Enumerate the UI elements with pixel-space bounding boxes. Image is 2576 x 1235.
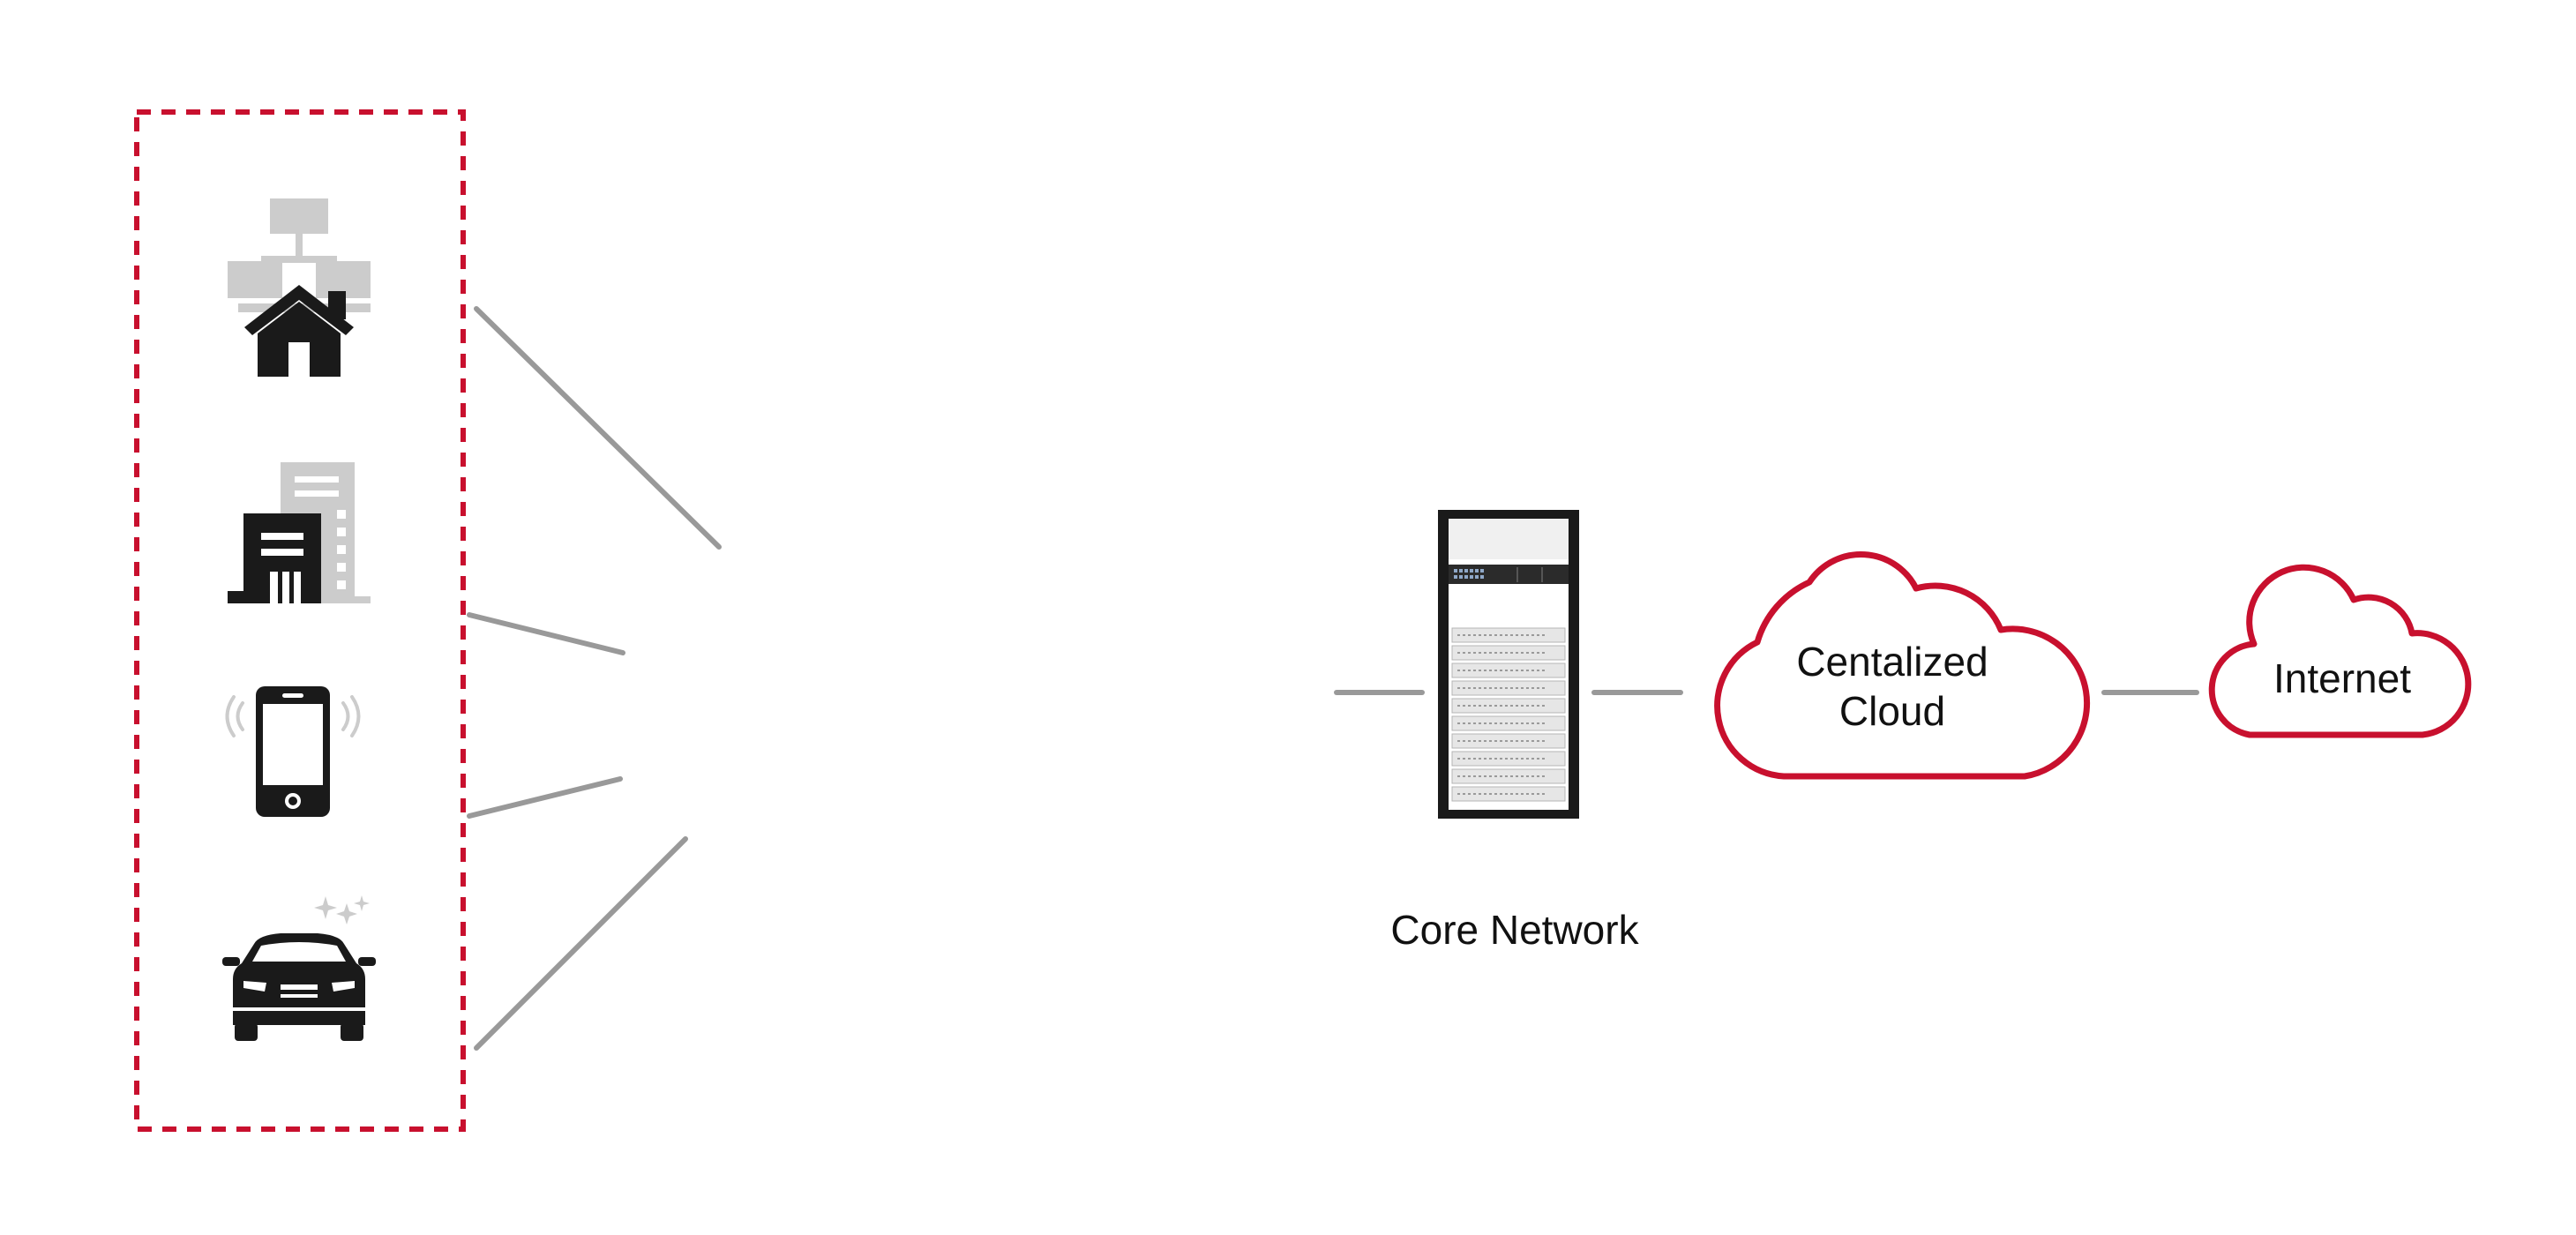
cloud-label-line1: Centalized	[1796, 639, 1988, 685]
device-group-box	[134, 109, 466, 1132]
smartphone-icon	[225, 686, 361, 817]
internet-cloud-shape	[2208, 564, 2472, 738]
core-network-label: Core Network	[1390, 907, 1639, 953]
cloud-label-line2: Cloud	[1839, 688, 1945, 734]
device-connectors	[467, 306, 722, 1051]
connector-office	[467, 612, 625, 655]
home-network-icon	[228, 198, 371, 377]
internet-label: Internet	[2273, 655, 2411, 701]
server-units	[1451, 627, 1566, 802]
server-rack-icon	[1438, 510, 1579, 819]
connector-phone	[467, 776, 623, 819]
connector-home	[474, 306, 722, 550]
centralized-cloud-shape	[1714, 551, 2091, 780]
cloud-icon	[1714, 551, 2091, 780]
connector-car	[474, 836, 688, 1051]
office-building-icon	[228, 462, 371, 603]
car-icon	[222, 895, 376, 1041]
internet-cloud-icon	[2208, 564, 2472, 738]
